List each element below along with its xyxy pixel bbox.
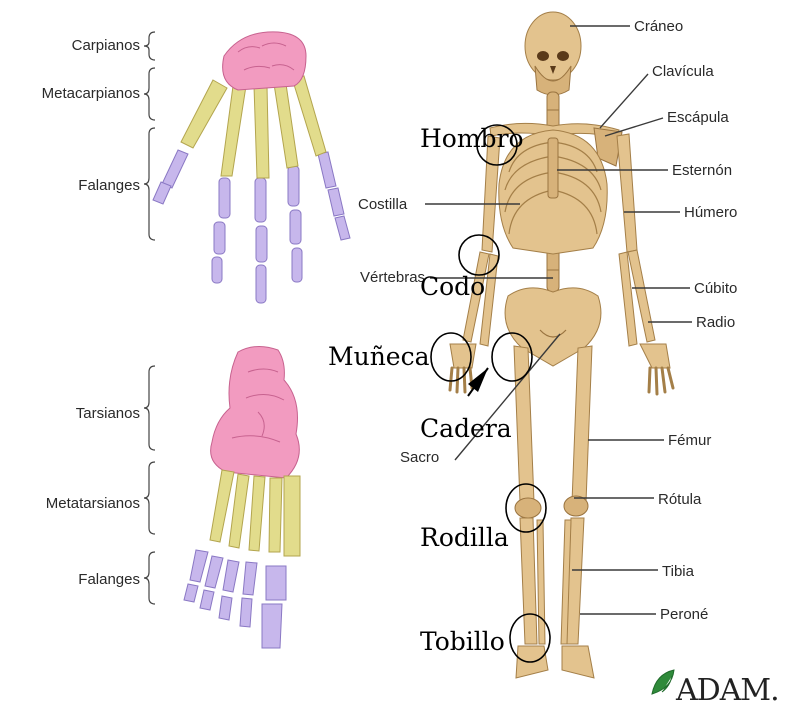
brace-tarsianos [144,366,155,450]
label-tarsianos: Tarsianos [76,405,140,422]
foot-metatarsals [210,470,300,556]
label-codo: Codo [420,272,485,301]
label-clavicula: Clavícula [652,63,714,80]
hand-phalanges [153,150,350,303]
brace-carpianos [144,32,155,60]
brace-metacarpianos [144,68,155,120]
leaf-icon [652,670,674,694]
hand-illustration [153,32,350,303]
brace-falanges-foot [144,552,155,604]
foot-illustration [184,346,300,648]
hand-labels: Carpianos Metacarpianos Falanges [42,32,155,240]
logo-text: ADAM. [675,673,779,707]
label-sacro: Sacro [400,449,439,466]
label-vertebras: Vértebras [360,269,425,286]
label-costilla: Costilla [358,196,408,213]
label-carpianos: Carpianos [72,37,140,54]
foot-phalanges [184,550,286,648]
label-craneo: Cráneo [634,18,683,35]
legs [514,346,594,678]
hand-metacarpals [181,76,326,178]
adam-logo: ADAM. [652,670,779,707]
label-femur: Fémur [668,432,711,449]
label-hombro: Hombro [420,124,524,153]
label-falanges-foot: Falanges [78,571,140,588]
label-falanges-hand: Falanges [78,177,140,194]
hand-carpals [223,32,306,90]
label-cubito: Cúbito [694,280,737,297]
label-perone: Peroné [660,606,708,623]
label-metatarsianos: Metatarsianos [46,495,140,512]
label-tibia: Tibia [662,563,695,580]
label-esternon: Esternón [672,162,732,179]
foot-labels: Tarsianos Metatarsianos Falanges [46,366,155,604]
label-humero: Húmero [684,204,737,221]
label-radio: Radio [696,314,735,331]
skeleton-illustration [450,12,673,678]
foot-tarsals [211,346,300,478]
label-escapula: Escápula [667,109,729,126]
label-rodilla: Rodilla [420,523,509,552]
label-tobillo: Tobillo [420,627,505,656]
label-rotula: Rótula [658,491,702,508]
brace-falanges-hand [144,128,155,240]
label-metacarpianos: Metacarpianos [42,85,140,102]
label-cadera: Cadera [420,414,512,443]
skull [525,12,581,95]
label-muneca: Muñeca [328,342,430,371]
brace-metatarsianos [144,462,155,534]
